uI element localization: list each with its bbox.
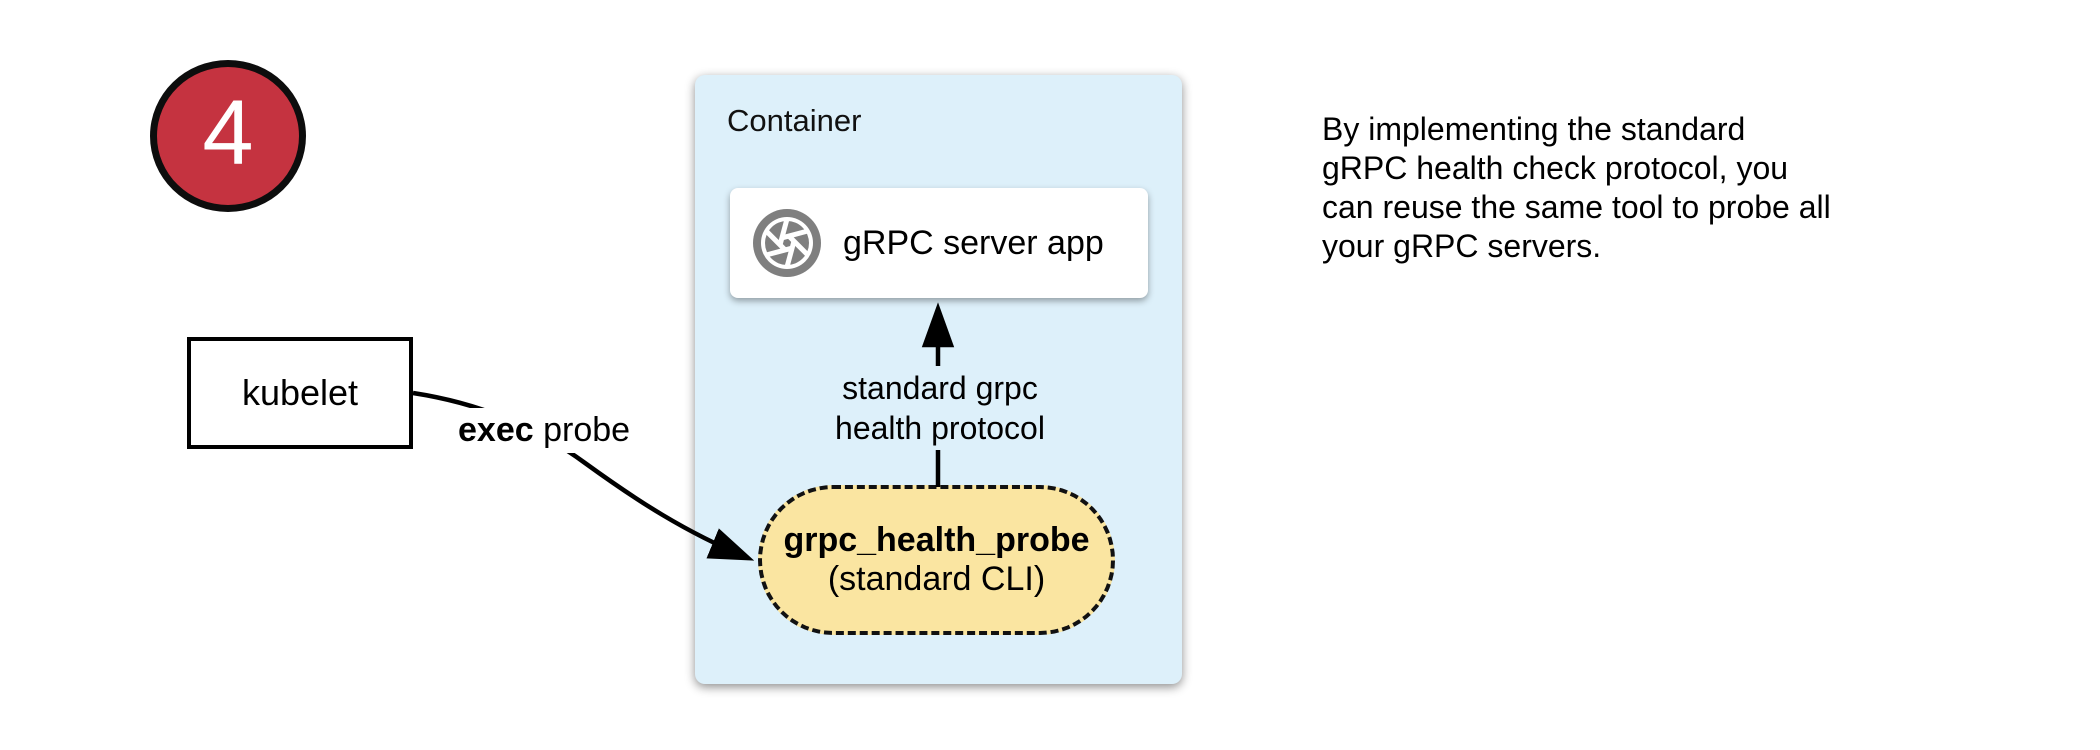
protocol-label: standard grpc health protocol bbox=[827, 366, 1053, 450]
container-title: Container bbox=[727, 103, 862, 138]
exec-probe-label-rest: probe bbox=[533, 411, 631, 449]
step-badge: 4 bbox=[150, 60, 306, 212]
exec-probe-label: exec probe bbox=[449, 408, 640, 453]
probe-pill-subtitle: (standard CLI) bbox=[827, 560, 1046, 598]
kubelet-box: kubelet bbox=[187, 337, 413, 449]
container-panel: Container gRPC server app grpc_health_pr… bbox=[695, 75, 1182, 684]
server-box-label: gRPC server app bbox=[843, 223, 1104, 262]
kubelet-label: kubelet bbox=[241, 372, 359, 413]
probe-pill: grpc_health_probe (standard CLI) bbox=[758, 485, 1115, 635]
caption-text: By implementing the standard gRPC health… bbox=[1322, 111, 1831, 264]
grpc-server-box: gRPC server app bbox=[730, 188, 1148, 298]
exec-probe-label-bold: exec bbox=[458, 411, 534, 449]
aperture-icon bbox=[753, 209, 821, 277]
probe-pill-title: grpc_health_probe bbox=[783, 521, 1090, 559]
step-number: 4 bbox=[202, 82, 254, 184]
